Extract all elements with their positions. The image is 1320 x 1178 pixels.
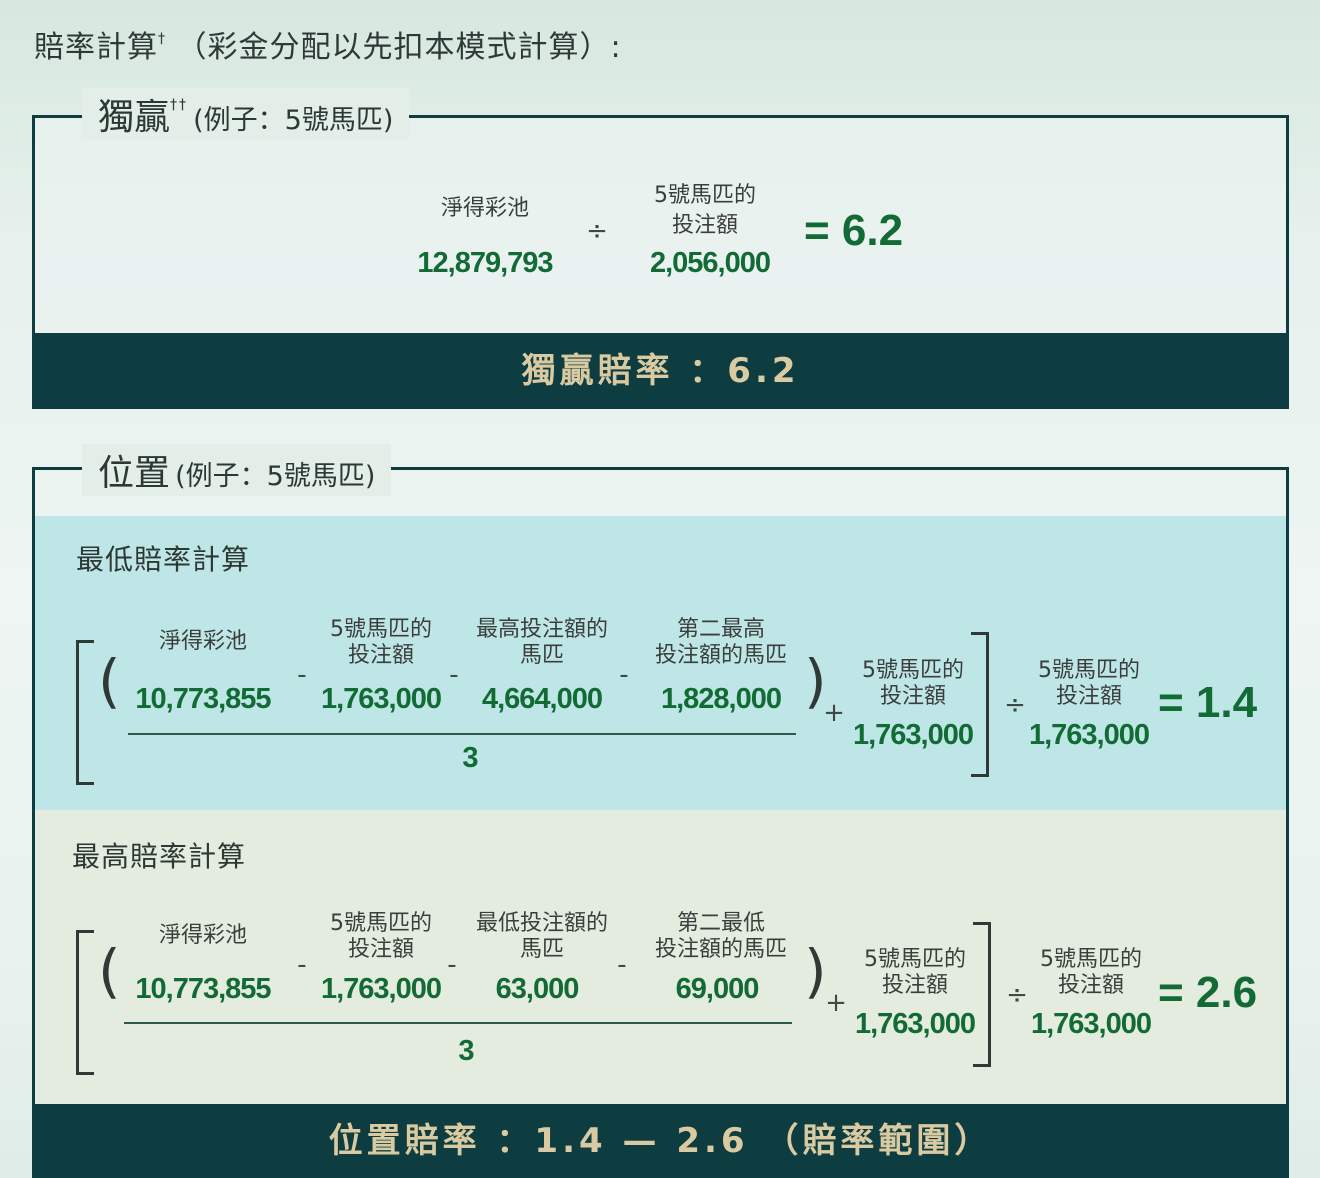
min-left-bracket-top (76, 640, 94, 643)
place-heading-text: 位置 (98, 453, 171, 494)
win-example: (例子：5號馬匹) (193, 105, 394, 136)
min-right-bracket (986, 632, 989, 777)
max-third-label-line2: 馬匹 (519, 937, 564, 962)
max-odds-result: = 2.6 (1158, 968, 1258, 1017)
win-footnote-mark: †† (170, 97, 189, 113)
max-add-label-line2: 投注額 (881, 973, 948, 998)
max-bet-label-line1: 5號馬匹的 (330, 911, 432, 936)
max-right-bracket (988, 922, 991, 1067)
min-close-paren: ) (804, 647, 827, 715)
max-odds-panel (35, 810, 1286, 1104)
place-section-heading: 位置 (例子：5號馬匹) (82, 444, 392, 496)
min-bet-value: 1,763,000 (320, 683, 442, 715)
min-left-bracket (76, 640, 79, 785)
min-third-value: 4,664,000 (481, 683, 603, 715)
min-fraction-line (128, 733, 796, 735)
min-third-label-line1: 最高投注額的 (475, 617, 608, 642)
min-pool-label: 淨得彩池 (158, 629, 247, 654)
win-bet-label-line2: 投注額 (671, 213, 738, 238)
max-pool-label: 淨得彩池 (158, 923, 247, 948)
max-right-bracket-top (973, 922, 991, 925)
win-pool-value: 12,879,793 (417, 247, 553, 279)
max-minus-1: - (297, 950, 307, 980)
min-pool-value: 10,773,855 (135, 683, 271, 715)
win-heading-text: 獨贏 (98, 97, 171, 138)
max-pool-value: 10,773,855 (135, 973, 271, 1005)
max-divide-sign: ÷ (1006, 980, 1028, 1010)
min-bet-label-line1: 5號馬匹的 (330, 617, 432, 642)
max-left-bracket-top (76, 930, 94, 933)
max-left-bracket (76, 930, 79, 1075)
win-bet-value: 2,056,000 (649, 247, 771, 279)
min-minus-2: - (449, 660, 459, 690)
title-footnote-mark: † (158, 31, 166, 47)
min-right-bracket-bottom (971, 774, 989, 777)
max-odds-title: 最高賠率計算 (72, 840, 247, 873)
min-divide-sign: ÷ (1004, 690, 1026, 720)
min-odds-panel (35, 516, 1286, 810)
min-left-bracket-bottom (76, 782, 94, 785)
max-denominator: 3 (458, 1035, 474, 1067)
min-right-bracket-top (971, 632, 989, 635)
max-third-label-line1: 最低投注額的 (475, 911, 608, 936)
max-div-label-line2: 投注額 (1057, 973, 1124, 998)
win-odds-bar: 獨贏賠率 ：6.2 (32, 333, 1289, 409)
min-minus-3: - (619, 660, 629, 690)
place-example: (例子：5號馬匹) (175, 461, 376, 492)
min-fourth-value: 1,828,000 (660, 683, 782, 715)
page-title: 賠率計算† （彩金分配以先扣本模式計算）: (34, 22, 622, 66)
max-third-value: 63,000 (495, 973, 580, 1005)
page-subtitle: （彩金分配以先扣本模式計算）: (176, 30, 622, 65)
min-div-label-line2: 投注額 (1055, 684, 1122, 709)
min-open-paren: ( (98, 647, 121, 715)
min-add-value: 1,763,000 (852, 719, 974, 751)
win-divide-sign: ÷ (586, 216, 608, 246)
max-close-paren: ) (804, 937, 827, 1005)
min-odds-title: 最低賠率計算 (76, 543, 251, 576)
min-div-value: 1,763,000 (1028, 719, 1150, 751)
max-fourth-label-line2: 投注額的馬匹 (654, 937, 787, 962)
min-minus-1: - (297, 660, 307, 690)
place-odds-text: 位置賠率 ：1.4 — 2.6 （賠率範圍） (328, 1121, 993, 1161)
min-bet-label-line2: 投注額 (347, 643, 414, 668)
max-plus-sign: + (825, 988, 847, 1018)
max-bet-label-line2: 投注額 (347, 937, 414, 962)
place-odds-bar: 位置賠率 ：1.4 — 2.6 （賠率範圍） (32, 1104, 1289, 1178)
max-minus-3: - (617, 950, 627, 980)
max-add-value: 1,763,000 (854, 1008, 976, 1040)
max-open-paren: ( (98, 937, 121, 1005)
min-add-label-line2: 投注額 (879, 684, 946, 709)
max-div-label-line1: 5號馬匹的 (1040, 947, 1142, 972)
max-bet-value: 1,763,000 (320, 973, 442, 1005)
min-fourth-label-line1: 第二最高 (676, 617, 765, 642)
win-pool-label: 淨得彩池 (440, 196, 529, 221)
min-denominator: 3 (462, 742, 478, 774)
max-minus-2: - (447, 950, 457, 980)
max-right-bracket-bottom (973, 1064, 991, 1067)
min-add-label-line1: 5號馬匹的 (862, 658, 964, 683)
max-div-value: 1,763,000 (1030, 1008, 1152, 1040)
win-bet-label-line1: 5號馬匹的 (654, 183, 756, 208)
max-left-bracket-bottom (76, 1072, 94, 1075)
win-section-heading: 獨贏†† (例子：5號馬匹) (82, 88, 410, 140)
max-fourth-label-line1: 第二最低 (676, 911, 765, 936)
max-fourth-value: 69,000 (675, 973, 760, 1005)
min-div-label-line1: 5號馬匹的 (1038, 658, 1140, 683)
place-section-box (32, 467, 1289, 1178)
min-plus-sign: + (823, 698, 845, 728)
max-add-label-line1: 5號馬匹的 (864, 947, 966, 972)
min-fourth-label-line2: 投注額的馬匹 (654, 643, 787, 668)
min-odds-result: = 1.4 (1158, 678, 1258, 727)
max-fraction-line (124, 1022, 792, 1024)
min-third-label-line2: 馬匹 (519, 643, 564, 668)
win-result: = 6.2 (804, 206, 904, 255)
page-title-text: 賠率計算 (34, 30, 158, 65)
win-section-box (32, 115, 1289, 335)
win-odds-text: 獨贏賠率 ：6.2 (521, 351, 800, 391)
